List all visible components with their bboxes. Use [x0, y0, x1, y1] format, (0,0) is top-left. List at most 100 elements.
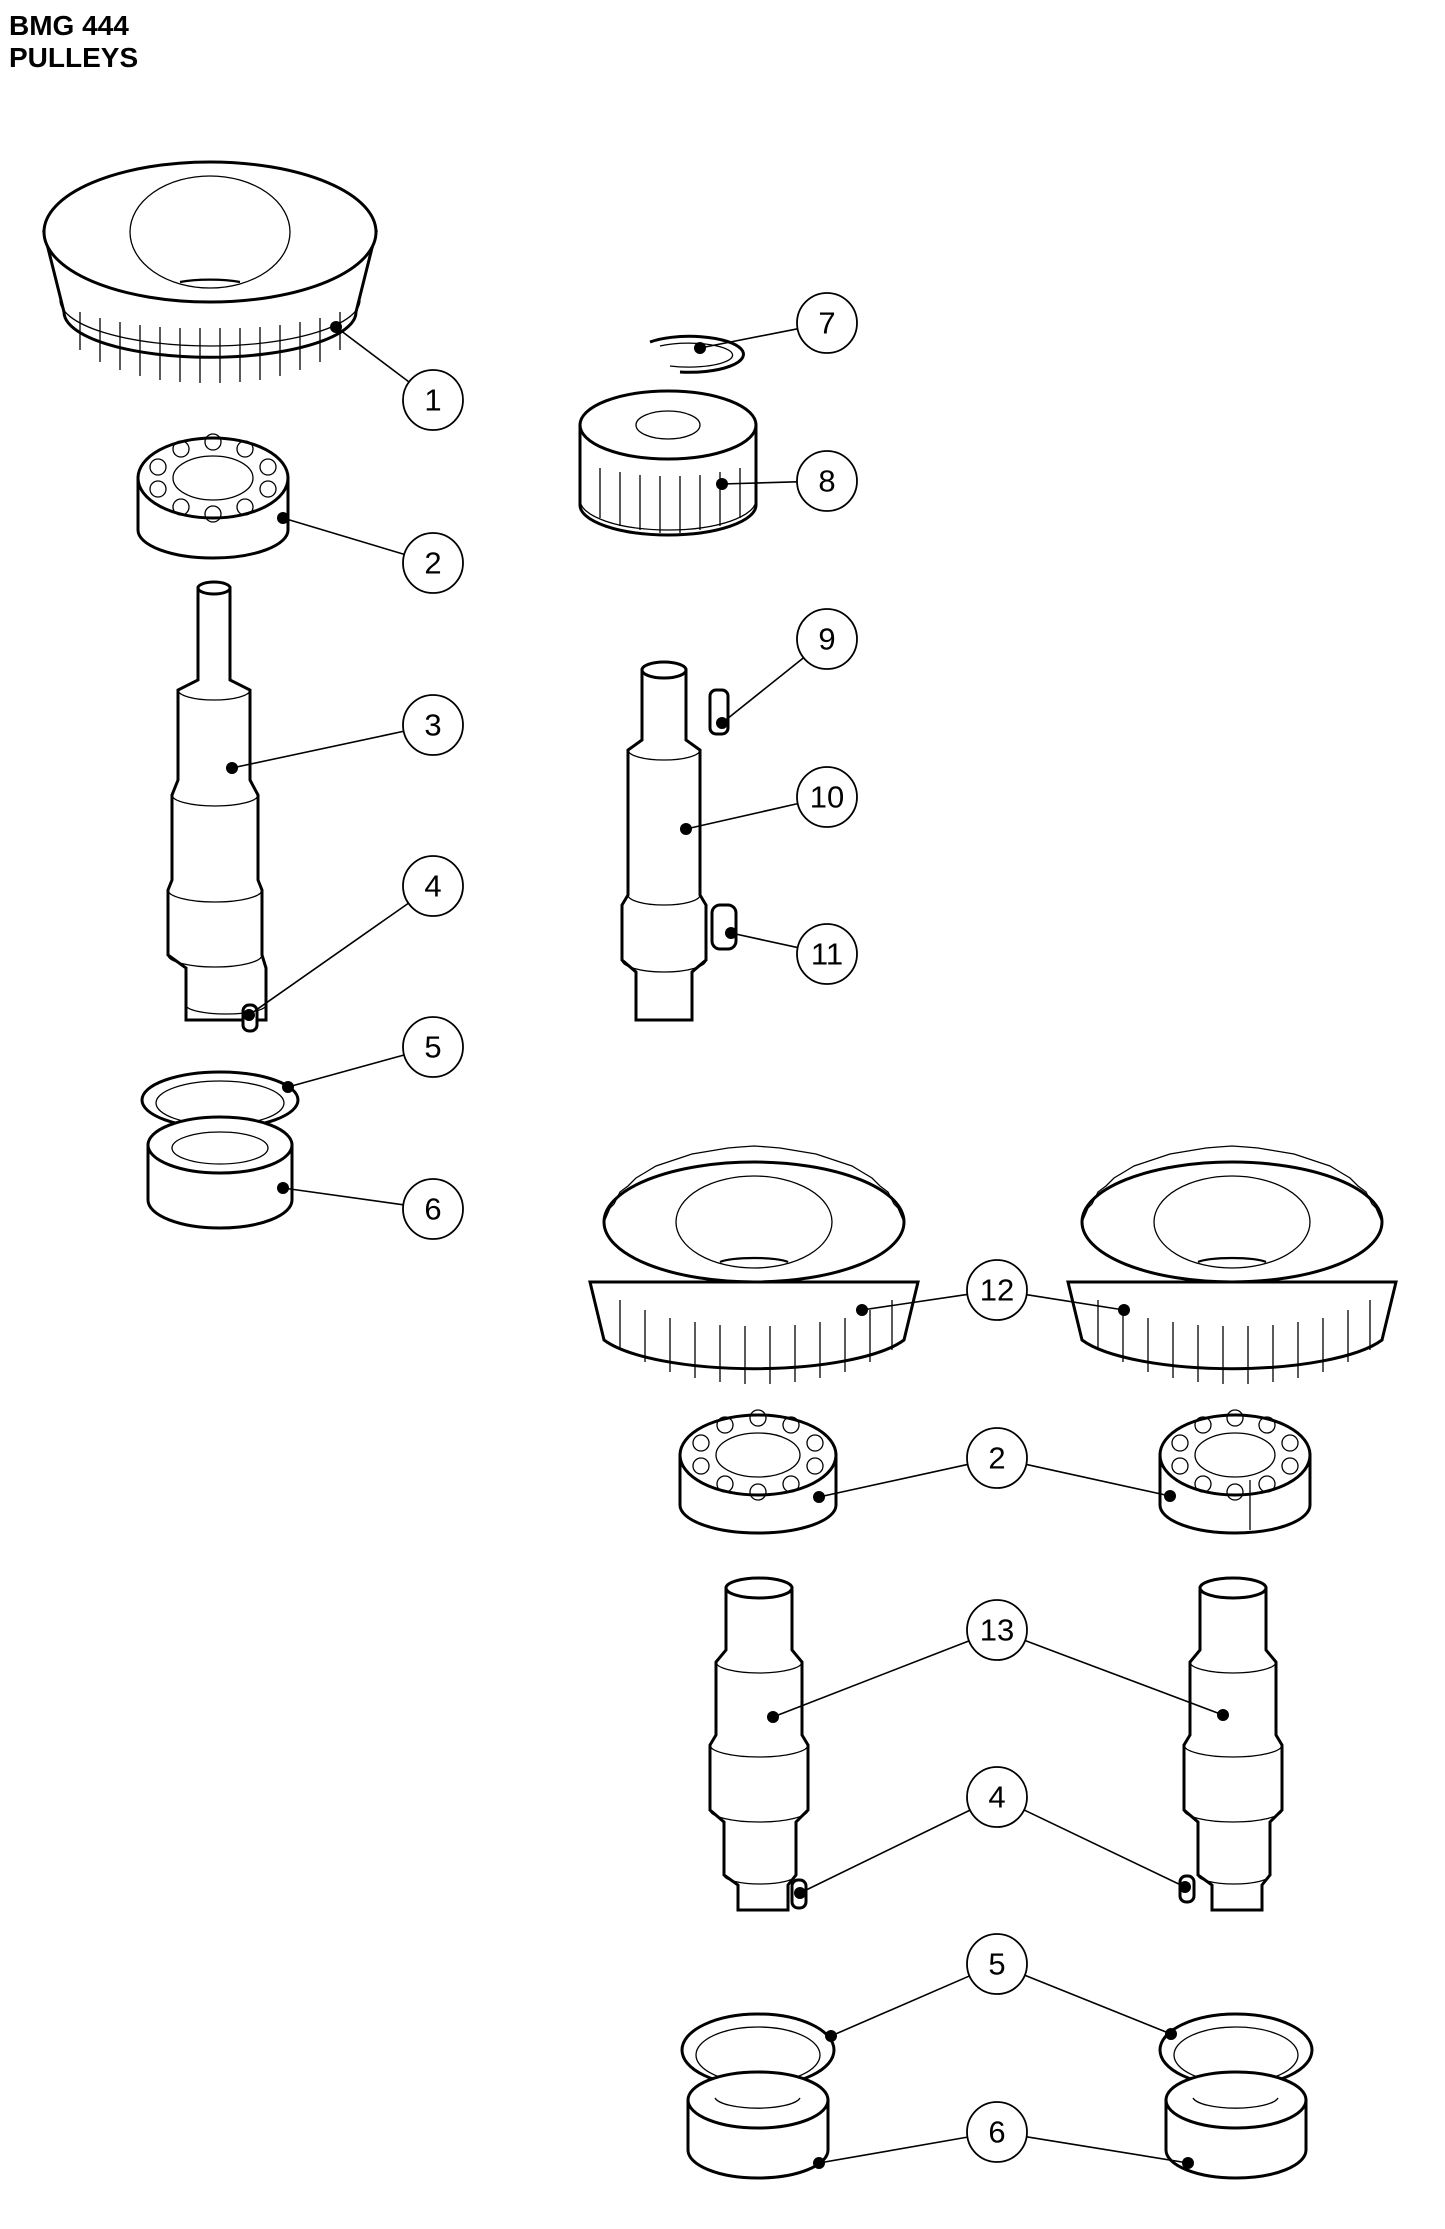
callout-13: 13 — [966, 1599, 1028, 1661]
leader-line-c13-1 — [1024, 1639, 1224, 1716]
leader-dot-c5b-1 — [1165, 2028, 1177, 2040]
leader-dot-c2b-0 — [813, 1491, 825, 1503]
circlip-part-7 — [649, 334, 745, 374]
small-pulley-part-8 — [578, 389, 758, 537]
key-part-11 — [710, 903, 738, 951]
shaft-part-13-left — [708, 1576, 810, 1912]
leader-line-c3-0 — [231, 730, 404, 769]
leader-dot-c7-0 — [694, 342, 706, 354]
callout-label: 6 — [424, 1192, 441, 1227]
callout-9: 9 — [796, 608, 858, 670]
leader-dot-c11-0 — [725, 927, 737, 939]
callout-8: 8 — [796, 450, 858, 512]
callout-4: 4 — [402, 855, 464, 917]
leader-dot-c9-0 — [716, 717, 728, 729]
callout-label: 5 — [988, 1947, 1005, 1982]
callout-3: 3 — [402, 694, 464, 756]
clamping-bushing-part-2-left — [678, 1409, 838, 1535]
leader-dot-c1-0 — [330, 321, 342, 333]
leader-dot-c12-1 — [1118, 1304, 1130, 1316]
callout-5: 5 — [402, 1016, 464, 1078]
callout-label: 12 — [980, 1273, 1014, 1308]
bearing-sleeve-part-6-left — [686, 2070, 830, 2180]
leader-line-c6b-1 — [1026, 2136, 1189, 2164]
leader-dot-c3-0 — [226, 762, 238, 774]
clamping-bushing-part-2-right — [1158, 1409, 1312, 1535]
callout-label: 3 — [424, 708, 441, 743]
leader-line-c10-0 — [685, 802, 798, 830]
leader-dot-c13-0 — [767, 1711, 779, 1723]
leader-line-c12-0 — [861, 1293, 968, 1311]
callout-label: 2 — [424, 546, 441, 581]
callout-12: 12 — [966, 1259, 1028, 1321]
leader-dot-c8-0 — [716, 478, 728, 490]
leader-line-c2b-0 — [818, 1463, 968, 1498]
leader-dot-c2a-0 — [277, 512, 289, 524]
callout-label: 4 — [424, 869, 441, 904]
shaft-part-13-right — [1182, 1576, 1284, 1912]
leader-line-c5a-0 — [287, 1054, 405, 1088]
callout-label: 1 — [424, 383, 441, 418]
leader-dot-c4b-1 — [1179, 1881, 1191, 1893]
leader-dot-c5b-0 — [825, 2030, 837, 2042]
callout-label: 8 — [818, 464, 835, 499]
leader-line-c6b-0 — [818, 2136, 968, 2164]
title-line-section: PULLEYS — [9, 42, 139, 73]
callout-6-lower: 6 — [966, 2101, 1028, 2163]
callout-label: 4 — [988, 1780, 1005, 1815]
title-line-model: BMG 444 — [9, 10, 129, 41]
callout-6: 6 — [402, 1178, 464, 1240]
leader-line-c1-0 — [335, 326, 410, 383]
callout-4-lower: 4 — [966, 1766, 1028, 1828]
leader-line-c5b-1 — [1024, 1974, 1172, 2035]
leader-dot-c4b-0 — [794, 1887, 806, 1899]
callout-markers: 1 2 3 4 5 6 7 8 9 10 11 — [402, 292, 1028, 2163]
leader-dot-c13-1 — [1217, 1709, 1229, 1721]
callout-11: 11 — [796, 923, 858, 985]
leader-line-c6a-0 — [282, 1187, 404, 1206]
leader-line-c8-0 — [721, 481, 798, 485]
leader-line-c12-1 — [1026, 1293, 1125, 1311]
leader-line-c4b-0 — [799, 1809, 971, 1894]
callout-label: 2 — [988, 1441, 1005, 1476]
shaft-part-10 — [620, 660, 708, 1022]
leader-dot-c6b-0 — [813, 2157, 825, 2169]
leader-line-c4b-1 — [1023, 1809, 1186, 1888]
shaft-part-3 — [166, 580, 268, 1022]
leader-dot-c6b-1 — [1182, 2157, 1194, 2169]
bearing-sleeve-part-6 — [146, 1115, 294, 1230]
leader-dot-c12-0 — [856, 1304, 868, 1316]
leader-line-c13-0 — [772, 1640, 970, 1718]
leader-dot-c6a-0 — [277, 1182, 289, 1194]
callout-label: 10 — [810, 780, 844, 815]
leader-dot-c5a-0 — [282, 1081, 294, 1093]
leader-line-c7-0 — [699, 328, 798, 349]
leader-line-c2b-1 — [1026, 1463, 1171, 1497]
callout-7: 7 — [796, 292, 858, 354]
large-pulley-part-1 — [42, 160, 378, 383]
callout-2: 2 — [402, 532, 464, 594]
callout-label: 6 — [988, 2115, 1005, 2150]
callout-1: 1 — [402, 369, 464, 431]
leader-dot-c10-0 — [680, 823, 692, 835]
callout-5-lower: 5 — [966, 1933, 1028, 1995]
clamping-bushing-part-2 — [136, 433, 290, 560]
callout-label: 11 — [811, 937, 843, 972]
leader-dot-c2b-1 — [1164, 1490, 1176, 1502]
leader-line-c4a-0 — [248, 902, 409, 1016]
leader-line-c5b-0 — [830, 1975, 970, 2037]
leader-dot-c4a-0 — [243, 1009, 255, 1021]
gear-pulley-part-12-left — [588, 1145, 920, 1384]
leader-line-c11-0 — [730, 932, 798, 949]
callout-10: 10 — [796, 766, 858, 828]
callout-label: 5 — [424, 1030, 441, 1065]
callout-leaders — [226, 321, 1229, 2169]
callout-label: 13 — [980, 1613, 1014, 1648]
leader-line-c2a-0 — [282, 517, 405, 556]
bearing-sleeve-part-6-right — [1164, 2070, 1308, 2180]
callout-label: 9 — [818, 622, 835, 657]
leader-line-c9-0 — [721, 657, 805, 724]
callout-2-lower: 2 — [966, 1427, 1028, 1489]
page-title: BMG 444 PULLEYS — [9, 10, 138, 74]
